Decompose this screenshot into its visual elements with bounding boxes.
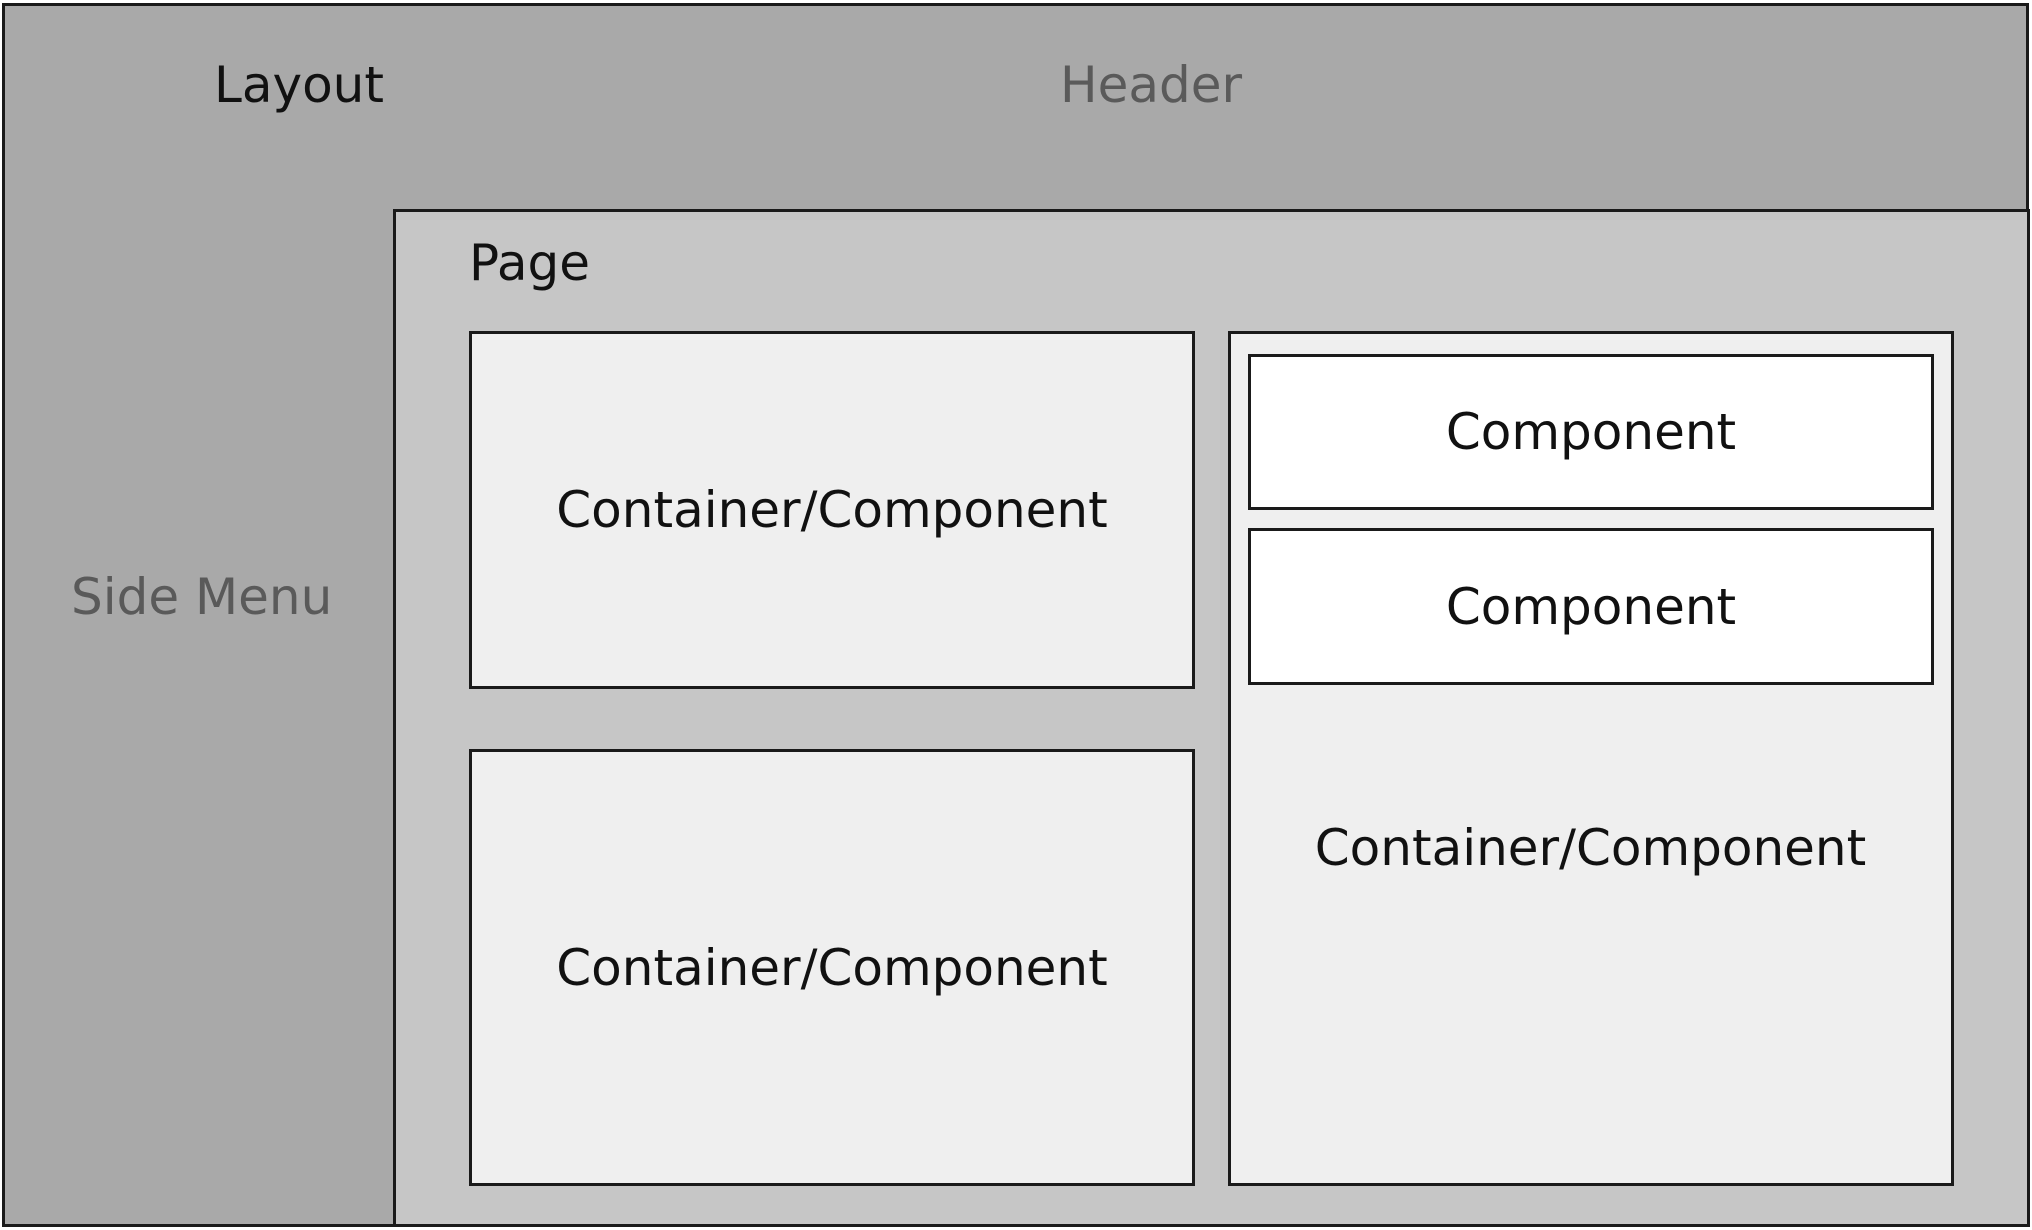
left-bottom-container-label: Container/Component xyxy=(556,938,1108,997)
left-top-container: Container/Component xyxy=(469,331,1195,689)
right-container-label: Container/Component xyxy=(1314,819,1867,877)
right-component-bottom-label: Component xyxy=(1445,577,1737,636)
side-menu-label: Side Menu xyxy=(71,568,333,626)
right-component-top-label: Component xyxy=(1445,403,1737,461)
left-bottom-container: Container/Component xyxy=(469,749,1195,1186)
right-component-top: Component xyxy=(1248,354,1934,510)
header-label: Header xyxy=(1060,56,1243,114)
left-top-container-label: Container/Component xyxy=(556,481,1108,539)
right-component-bottom: Component xyxy=(1248,528,1934,685)
layout-title: Layout xyxy=(214,56,384,114)
page-title: Page xyxy=(469,234,591,292)
